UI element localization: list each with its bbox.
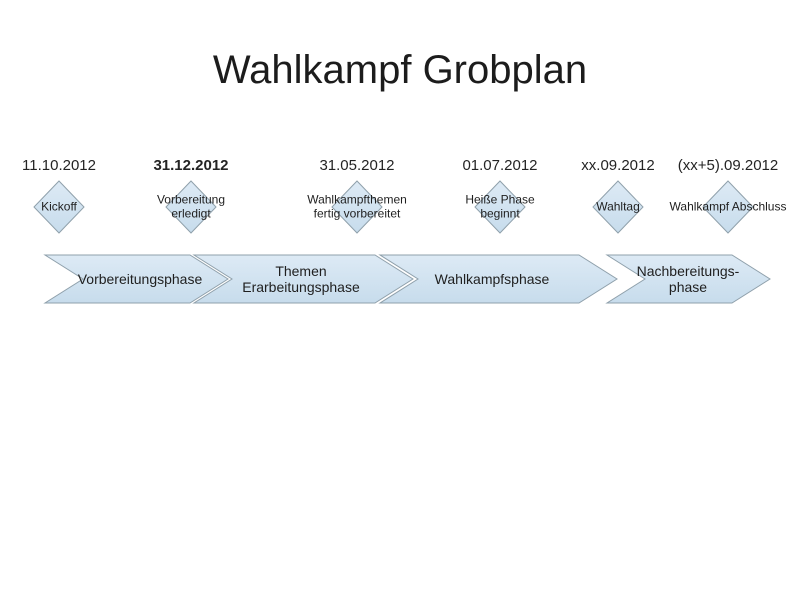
chevron-arrow-icon xyxy=(43,254,229,304)
milestone-label: Wahlkampf Abschluss xyxy=(669,199,787,214)
milestone-kickoff: 11.10.2012 Kickoff xyxy=(0,156,144,234)
phase-label-vorbereitung: Vorbereitungsphase xyxy=(77,271,203,287)
page-title: Wahlkampf Grobplan xyxy=(212,48,588,92)
milestone-vorbereitung-erledigt: 31.12.2012 Vorbereitung erledigt xyxy=(106,156,276,234)
milestone-label: Heiße Phase beginnt xyxy=(465,192,535,220)
milestone-date: 01.07.2012 xyxy=(462,157,538,174)
milestone-date: (xx+5).09.2012 xyxy=(677,157,779,174)
diamond-icon xyxy=(33,180,85,234)
milestone-date: 31.12.2012 xyxy=(153,157,229,174)
milestone-label: Wahltag xyxy=(596,199,640,214)
phase-label-themen: Themen Erarbeitungsphase xyxy=(242,263,360,295)
milestone-marker: Wahltag xyxy=(533,180,703,234)
milestone-heisse-phase: 01.07.2012 Heiße Phase beginnt xyxy=(415,156,585,234)
milestone-date: 31.05.2012 xyxy=(319,157,395,174)
milestone-marker: Heiße Phase beginnt xyxy=(415,180,585,234)
diamond-icon xyxy=(165,180,217,234)
phase-arrows xyxy=(43,254,771,304)
chevron-arrow-icon xyxy=(605,254,771,304)
milestone-label: Vorbereitung erledigt xyxy=(156,192,226,220)
milestone-marker: Wahlkampfthemen fertig vorbereitet xyxy=(272,180,442,234)
chevron-arrow-icon xyxy=(378,254,618,304)
milestone-wahltag: xx.09.2012 Wahltag xyxy=(533,156,703,234)
milestone-abschluss: (xx+5).09.2012 Wahlkampf Abschluss xyxy=(643,156,800,234)
milestone-date: 11.10.2012 xyxy=(22,157,96,174)
diamond-icon xyxy=(702,180,754,234)
milestone-marker: Vorbereitung erledigt xyxy=(106,180,276,234)
milestone-date: xx.09.2012 xyxy=(581,157,655,174)
chevron-arrow-icon xyxy=(192,254,414,304)
phase-label-wahlkampf: Wahlkampfsphase xyxy=(434,271,550,287)
milestone-marker: Kickoff xyxy=(0,180,144,234)
milestone-label: Kickoff xyxy=(41,199,77,214)
milestone-marker: Wahlkampf Abschluss xyxy=(643,180,800,234)
milestone-themen-vorbereitet: 31.05.2012 Wahlkampfthemen fertig vorber… xyxy=(272,156,442,234)
phase-label-nachbereitung: Nachbereitungs- phase xyxy=(636,263,740,295)
diamond-icon xyxy=(331,180,383,234)
milestone-label: Wahlkampfthemen fertig vorbereitet xyxy=(307,192,407,220)
diamond-icon xyxy=(474,180,526,234)
diamond-icon xyxy=(592,180,644,234)
